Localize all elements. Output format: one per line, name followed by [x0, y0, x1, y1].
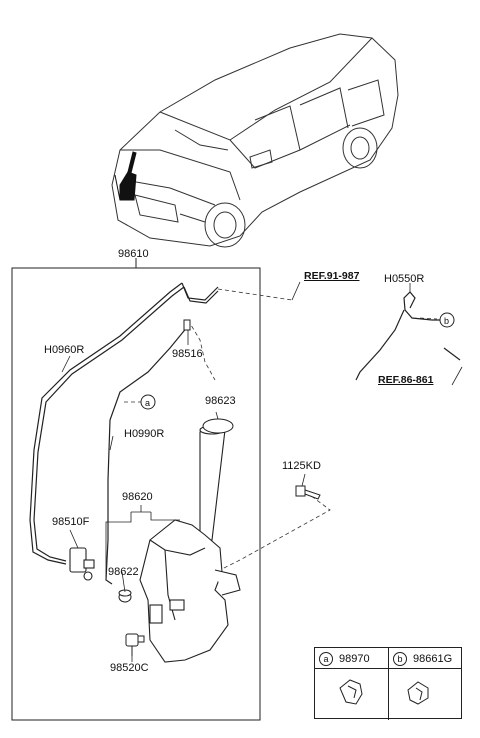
legend-cell-a: a 98970: [319, 652, 370, 666]
legend-icon-b: [407, 681, 429, 705]
hose-right-branch: [403, 291, 440, 321]
label-98622: 98622: [108, 566, 139, 578]
legend-cell-b: b 98661G: [393, 652, 452, 666]
washer-pump: [69, 547, 95, 581]
label-98516: 98516: [172, 348, 203, 360]
callout-a-circle: [140, 394, 156, 410]
label-98520c: 98520C: [110, 662, 149, 674]
label-98610: 98610: [118, 248, 149, 260]
label-h0990r: H0990R: [124, 428, 165, 440]
legend-a-letter: a: [319, 652, 333, 666]
legend-divider: [388, 648, 389, 720]
level-sensor: [125, 633, 145, 656]
filler-cap: [202, 418, 234, 434]
label-h0550r: H0550R: [384, 273, 425, 285]
label-98510f: 98510F: [52, 516, 90, 528]
callout-b-circle: [439, 312, 455, 328]
legend-b-letter: b: [393, 652, 407, 666]
label-leaders: [61, 283, 411, 662]
label-h0960r: H0960R: [44, 344, 85, 356]
vehicle-illustration: [111, 33, 399, 248]
legend-icon-a: [339, 679, 363, 705]
mounting-bolt: [295, 485, 321, 500]
connector-part: [183, 319, 191, 331]
legend-b-part: 98661G: [413, 652, 453, 665]
hose-top-run: [181, 282, 219, 301]
ref-86-861: REF.86-861: [378, 374, 434, 386]
label-98623: 98623: [205, 395, 236, 407]
parts-legend: a 98970 b 98661G: [314, 647, 462, 720]
hose-h0960r: [29, 282, 183, 565]
label-98620: 98620: [122, 491, 153, 503]
callout-b: b: [444, 316, 450, 326]
highlighted-reservoir-location: [114, 151, 137, 201]
legend-a-part: 98970: [339, 652, 370, 665]
ref-91-987: REF.91-987: [304, 270, 360, 282]
grommet-part: [118, 589, 132, 603]
hose-h0990r: [105, 325, 189, 585]
hoses: [29, 282, 461, 585]
reservoir-tank: [139, 425, 241, 663]
callout-a: a: [145, 398, 151, 408]
label-1125kd: 1125KD: [282, 460, 321, 472]
